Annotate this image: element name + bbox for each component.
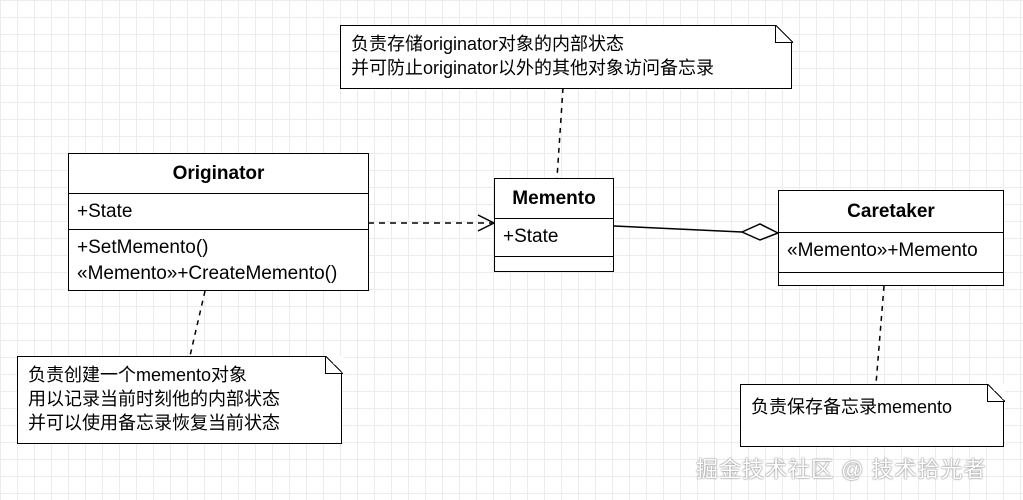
memento-note-line-1: 负责存储originator对象的内部状态 bbox=[351, 34, 625, 54]
watermark: 掘金技术社区 @ 技术拾光者 bbox=[696, 457, 987, 482]
note-link-originator bbox=[189, 290, 206, 357]
memento-attributes: +State bbox=[495, 219, 613, 257]
caretaker-note-line-1: 负责保存备忘录memento bbox=[751, 397, 953, 417]
originator-note-line-1: 负责创建一个memento对象 bbox=[28, 365, 248, 385]
caretaker-class-name: Caretaker bbox=[779, 191, 1003, 233]
memento-attribute-state: +State bbox=[503, 226, 559, 247]
originator-operation-creatememento: «Memento»+CreateMemento() bbox=[77, 263, 338, 284]
aggregation-memento-caretaker bbox=[613, 225, 743, 233]
caretaker-attribute-memento: «Memento»+Memento bbox=[787, 240, 978, 261]
originator-attributes: +State bbox=[69, 194, 368, 230]
memento-class[interactable]: Memento +State bbox=[494, 178, 614, 272]
caretaker-note: 负责保存备忘录memento bbox=[740, 383, 1005, 447]
memento-class-name: Memento bbox=[495, 179, 613, 219]
memento-operations bbox=[495, 257, 613, 270]
originator-operations: +SetMemento() «Memento»+CreateMemento() bbox=[69, 230, 368, 287]
originator-note: 负责创建一个memento对象 用以记录当前时刻他的内部状态 并可以使用备忘录恢… bbox=[17, 355, 343, 444]
originator-class-name: Originator bbox=[69, 154, 368, 194]
note-link-caretaker bbox=[875, 285, 885, 385]
originator-note-line-3: 并可以使用备忘录恢复当前状态 bbox=[28, 413, 280, 433]
memento-note: 负责存储originator对象的内部状态 并可防止originator以外的其… bbox=[340, 24, 793, 89]
originator-class[interactable]: Originator +State +SetMemento() «Memento… bbox=[68, 153, 369, 291]
originator-operation-setmemento: +SetMemento() bbox=[77, 237, 209, 258]
memento-note-line-2: 并可防止originator以外的其他对象访问备忘录 bbox=[351, 58, 715, 78]
caretaker-attributes: «Memento»+Memento bbox=[779, 233, 1003, 273]
caretaker-class[interactable]: Caretaker «Memento»+Memento bbox=[778, 190, 1004, 286]
aggregation-diamond bbox=[740, 223, 780, 241]
originator-attribute-state: +State bbox=[77, 201, 133, 222]
caretaker-operations bbox=[779, 273, 1003, 284]
originator-note-line-2: 用以记录当前时刻他的内部状态 bbox=[28, 389, 280, 409]
note-link-memento bbox=[556, 87, 564, 179]
